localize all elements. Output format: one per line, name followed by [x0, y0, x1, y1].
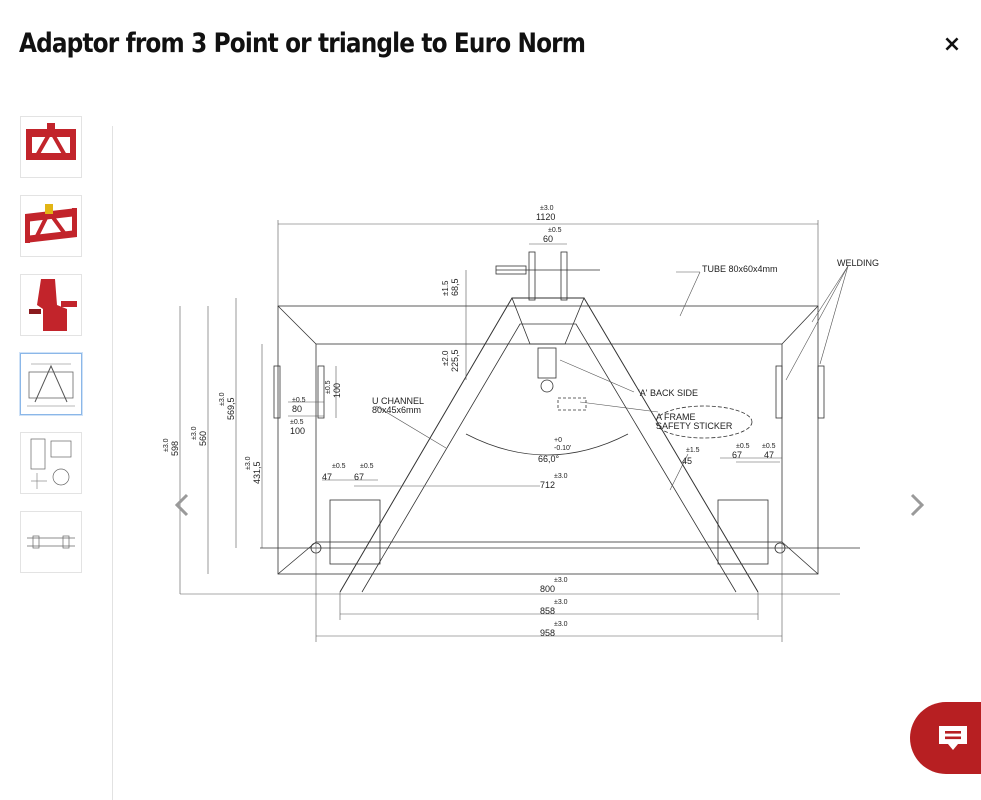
dim-tol: ±0.5 — [292, 397, 306, 404]
dim-tol: ±0.5 — [325, 380, 332, 394]
welding-label: WELDING — [837, 258, 879, 268]
tube-label: TUBE 80x60x4mm — [702, 264, 778, 274]
dim-569-5: 569,5 — [226, 397, 236, 420]
dim-angle: 66,0° — [538, 454, 560, 464]
dim-tol: ±3.0 — [554, 473, 568, 480]
dim-tol: ±1.5 — [441, 280, 450, 296]
thumbnail-divider — [112, 126, 113, 800]
page-title: Adaptor from 3 Point or triangle to Euro… — [19, 28, 586, 59]
dim-tol: ±0.5 — [290, 419, 304, 426]
dim-tol: ±3.0 — [163, 438, 170, 452]
red-frame-side-thumbnail — [29, 279, 77, 331]
dim-tol: ±2.0 — [441, 350, 450, 366]
chat-bubble-icon — [939, 726, 967, 750]
dim-1120: 1120 — [536, 212, 555, 222]
sticker-label-2: SAFETY STICKER — [656, 421, 733, 431]
dim-858: 858 — [540, 606, 555, 616]
technical-drawing-thumbnail — [27, 363, 75, 407]
dim-431-5: 431,5 — [252, 461, 262, 484]
angle-tol-plus: +0 — [554, 437, 562, 444]
dim-100b: 100 — [290, 426, 305, 436]
dim-tol: ±0.5 — [736, 443, 750, 450]
dim-958: 958 — [540, 628, 555, 638]
drawing-side-thumbnail — [27, 535, 75, 549]
sticker-label-1: A FRAME — [656, 412, 696, 422]
thumbnail-3[interactable] — [20, 274, 82, 336]
dim-712: 712 — [540, 480, 555, 490]
dim-tol: ±0.5 — [332, 463, 346, 470]
dim-tol: ±1.5 — [686, 447, 700, 454]
dim-225-5: 225,5 — [450, 349, 460, 372]
dim-tol: ±0.5 — [360, 463, 374, 470]
u-channel-label-1: U CHANNEL — [372, 396, 424, 406]
dim-67-left: 67 — [354, 472, 364, 482]
angle-tol-minus: -0.10' — [554, 445, 571, 452]
dim-tol: ±0.5 — [548, 227, 562, 234]
dim-tol: ±3.0 — [540, 205, 554, 212]
thumbnail-4[interactable] — [20, 353, 82, 415]
red-frame-front-thumbnail — [26, 123, 76, 160]
dim-560: 560 — [198, 431, 208, 446]
thumbnail-5[interactable] — [20, 432, 82, 494]
dim-800: 800 — [540, 584, 555, 594]
dim-tol: ±3.0 — [554, 577, 568, 584]
dim-80: 80 — [292, 404, 302, 414]
dim-tol: ±3.0 — [219, 392, 226, 406]
u-channel-label-2: 80x45x6mm — [372, 405, 421, 415]
previous-image-button[interactable] — [167, 488, 197, 522]
thumbnail-1[interactable] — [20, 116, 82, 178]
dim-tol: ±3.0 — [245, 456, 252, 470]
dim-tol: ±3.0 — [191, 426, 198, 440]
dim-100: 100 — [332, 383, 342, 398]
dim-tol: ±0.5 — [762, 443, 776, 450]
drawing-detail-thumbnail — [30, 438, 72, 489]
back-side-label: 'A' BACK SIDE — [638, 388, 698, 398]
dim-tol: ±3.0 — [554, 621, 568, 628]
dim-47-left: 47 — [322, 472, 332, 482]
dim-tol: ±3.0 — [554, 599, 568, 606]
thumbnail-6[interactable] — [20, 511, 82, 573]
red-frame-angle-thumbnail — [25, 204, 77, 243]
dim-45: 45 — [682, 456, 692, 466]
modal-header: Adaptor from 3 Point or triangle to Euro… — [0, 0, 981, 92]
thumbnail-2[interactable] — [20, 195, 82, 257]
dim-68-5: 68,5 — [450, 278, 460, 296]
dim-47-right: 47 — [764, 450, 774, 460]
next-image-button[interactable] — [902, 488, 932, 522]
dim-60: 60 — [543, 234, 553, 244]
chevron-left-icon — [175, 493, 189, 517]
chevron-right-icon — [910, 493, 924, 517]
close-button[interactable]: × — [942, 31, 962, 57]
dim-598: 598 — [170, 441, 180, 456]
chat-button[interactable] — [910, 702, 981, 774]
technical-drawing: WELDING TUBE 80x60x4mm U CHANNEL 80x45x6… — [140, 180, 900, 660]
dim-67-right: 67 — [732, 450, 742, 460]
frame-drawing-svg: WELDING TUBE 80x60x4mm U CHANNEL 80x45x6… — [163, 205, 879, 642]
